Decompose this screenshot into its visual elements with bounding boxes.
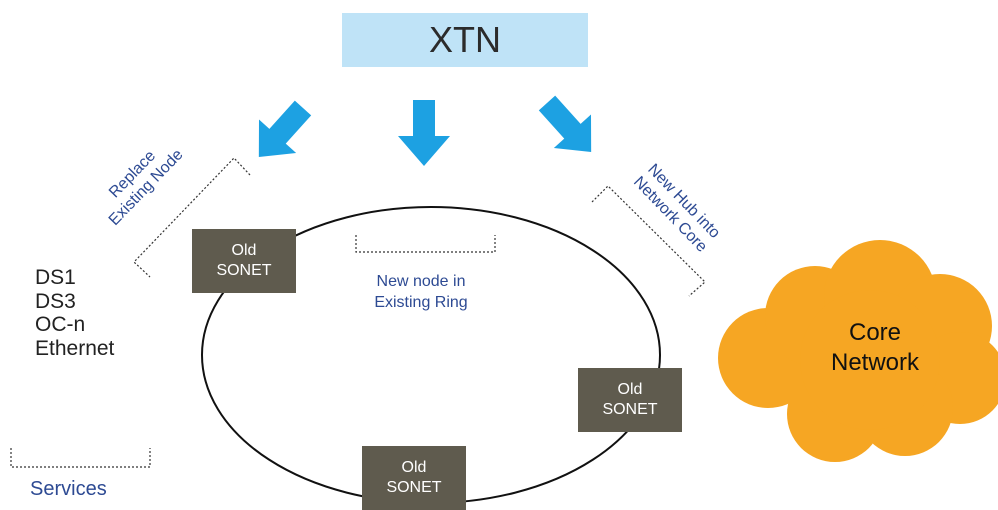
bracket-new-node — [355, 235, 496, 253]
arrow-right — [538, 95, 592, 153]
service-item: Ethernet — [35, 336, 115, 360]
arrow-left — [258, 100, 312, 158]
service-item: DS1 — [35, 266, 76, 289]
core-network-label: Core Network — [830, 319, 920, 376]
service-item: OC-n — [35, 313, 86, 336]
bracket-services — [10, 448, 151, 468]
services-label: Services — [30, 478, 107, 500]
xtn-label: XTN — [429, 19, 501, 60]
old-sonet-node: Old SONET — [192, 229, 296, 293]
old-sonet-node: Old SONET — [362, 446, 466, 510]
service-item: DS3 — [35, 289, 76, 313]
bracket-new-hub — [591, 185, 706, 297]
old-sonet-node: Old SONET — [578, 368, 682, 432]
core-network-cloud — [718, 240, 998, 462]
arrow-center — [398, 100, 450, 166]
new-node-label: New node in Existing Ring — [374, 273, 468, 311]
services-list: DS1 DS3 OC-n Ethernet — [35, 266, 114, 360]
xtn-box: XTN — [342, 13, 588, 67]
